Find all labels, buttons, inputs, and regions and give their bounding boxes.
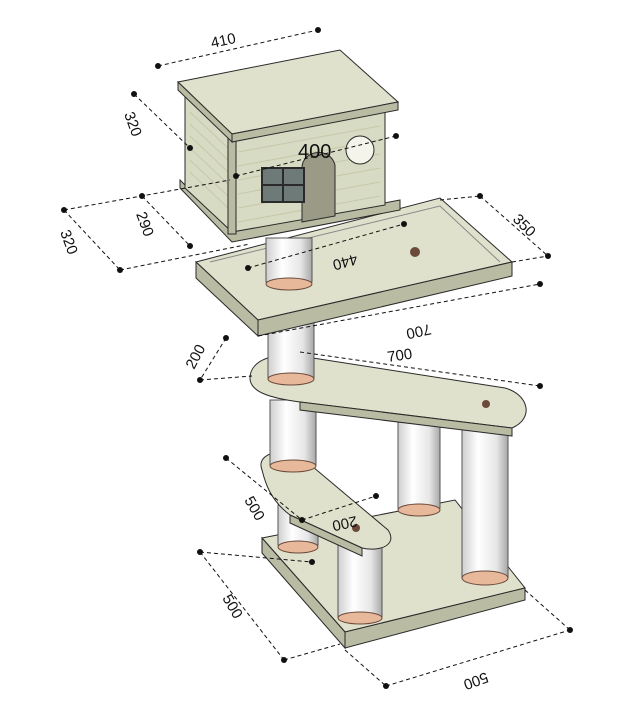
- cat-house: [176, 49, 401, 243]
- dim-house-width: 410: [209, 30, 237, 52]
- left-wall-siding: [189, 111, 229, 209]
- dim-step-depth: 500: [241, 494, 268, 524]
- dim-house-base-side: 320: [56, 228, 81, 257]
- hole-icon: [482, 400, 490, 408]
- dim-platform-diagonal: 700: [405, 320, 433, 342]
- dim-base-side: 500: [219, 592, 246, 622]
- round-window: [345, 135, 375, 165]
- dim-house-base-height: 290: [132, 210, 157, 239]
- dimension-lines: [61, 27, 573, 689]
- ramp-platform: [249, 354, 527, 437]
- dim-ramp-length: 700: [386, 346, 413, 366]
- upper-platform: [194, 197, 514, 338]
- window-icon: [261, 167, 305, 203]
- dim-house-depth: 400: [298, 141, 331, 163]
- post-house-support: [265, 237, 313, 291]
- door-opening: [301, 152, 336, 223]
- dim-platform-depth: 350: [509, 211, 539, 241]
- hole-icon: [410, 247, 420, 257]
- dim-house-height: 320: [120, 110, 145, 139]
- post-rear-right: [461, 419, 509, 586]
- dim-step-width: 200: [331, 512, 359, 534]
- dim-platform-length: 440: [331, 250, 360, 273]
- hole-icon: [352, 524, 360, 532]
- low-step-platform: [260, 451, 392, 557]
- dim-base-front: 500: [461, 668, 490, 693]
- dim-post-gap: 200: [183, 342, 210, 372]
